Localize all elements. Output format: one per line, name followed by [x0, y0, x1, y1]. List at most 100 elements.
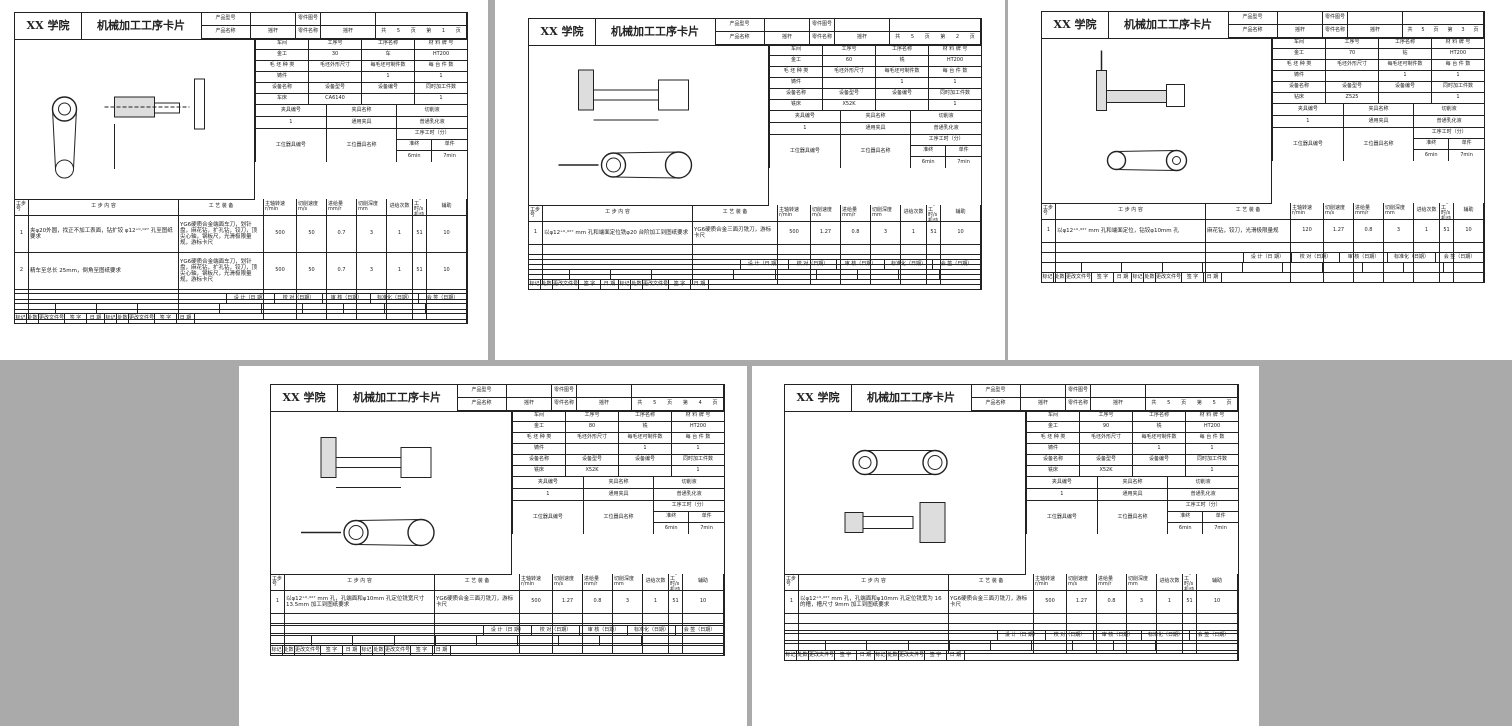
fixture-cell: 通用夹具	[1342, 116, 1414, 128]
blank-cell	[357, 300, 387, 309]
revision-label: 标记	[15, 314, 27, 323]
info-cell	[1378, 93, 1431, 104]
sheet-label: 第	[1447, 27, 1453, 34]
info-cell: HT200	[414, 50, 467, 61]
revision-label: 更改文件号	[39, 314, 65, 323]
product-name-label: 产品名称	[971, 398, 1021, 411]
info-cell: 设备型号	[308, 83, 361, 94]
revision-spacer	[1222, 273, 1484, 282]
process-header-cell: 工步工时/s 机动	[413, 199, 427, 215]
info-cell: 铸件	[512, 444, 565, 455]
sign-row: 设 计（日 期）校 对（日期）审 核（日期）标准化（日期）会 签（日期）	[1042, 252, 1484, 262]
step-no: 1	[1042, 220, 1056, 242]
process-header-cell: 工步号	[15, 199, 29, 215]
part-no-value	[577, 385, 632, 398]
blank-cell	[179, 300, 264, 309]
process-header-cell: 工步号	[271, 574, 285, 590]
blank-cell	[179, 290, 264, 299]
page-label-2: 页	[969, 34, 975, 41]
fixture-cell: 普通乳化液	[1167, 489, 1238, 501]
fixture-cell: 通用夹具	[325, 117, 397, 129]
step-t2: 10	[1454, 220, 1484, 242]
product-name-value: 摇杆	[507, 398, 552, 411]
blank-cell	[1034, 614, 1067, 623]
info-cell: 工序名称	[1378, 38, 1431, 49]
sheet-value: 1	[441, 28, 446, 35]
revision-label: 处数	[1054, 273, 1066, 282]
blank-cell	[799, 614, 949, 623]
info-cell: Z525	[1325, 93, 1378, 104]
revision-label: 处数	[797, 651, 809, 660]
part-name-label: 零件名称	[1066, 398, 1091, 411]
process-header-cell: 工步工时/s 机动	[1440, 203, 1454, 219]
info-cell: 同时加工件数	[414, 83, 467, 94]
info-cell: 设备编号	[875, 89, 928, 100]
info-cell: 设备型号	[1079, 455, 1132, 466]
part-name-value: 摇杆	[1091, 398, 1146, 411]
sign-label: 会 签（日期）	[676, 626, 724, 635]
sign-label: 审 核（日期）	[1094, 631, 1142, 640]
info-cell: 设备名称	[769, 89, 822, 100]
product-name-value: 摇杆	[1278, 25, 1323, 38]
total-value: 5	[653, 400, 657, 407]
rev-blank	[899, 270, 940, 279]
page-5	[752, 366, 1259, 726]
rev-blank	[395, 636, 436, 645]
revision-label: 更改文件号	[643, 280, 669, 289]
info-cell: HT200	[671, 422, 724, 433]
blank-cell	[297, 300, 327, 309]
part-name-label: 零件名称	[552, 398, 577, 411]
sign-blank-row	[1042, 262, 1484, 272]
info-cell: 车床	[255, 94, 308, 105]
step-tools: YG6硬质合金三面刃铣刀，游标卡尺	[435, 591, 520, 613]
rev-blank	[991, 641, 1033, 650]
sign-label: 会 签（日期）	[933, 260, 981, 269]
step-t2: 10	[427, 253, 467, 289]
fixture-cell: 普通乳化液	[396, 117, 467, 129]
blank-cell	[941, 245, 981, 254]
process-header-cell: 辅助	[1197, 574, 1238, 590]
step-speed: 500	[778, 222, 811, 244]
info-cell: 车间	[769, 45, 822, 56]
blank-cell	[1097, 614, 1127, 623]
part-no-label: 零件图号	[1323, 12, 1348, 25]
info-cell: 每毛坯可制件数	[618, 433, 671, 444]
info-cell: 金工	[769, 56, 822, 67]
blank-cell	[1056, 263, 1206, 272]
blank-cell	[15, 310, 29, 319]
step-passes: 1	[1157, 591, 1183, 613]
info-cell: 车间	[1026, 411, 1079, 422]
blank-cell	[15, 300, 29, 309]
process-blank-row	[785, 614, 1238, 624]
revision-spacer	[451, 646, 724, 655]
station-no-label: 工位器具编号	[255, 129, 326, 162]
blank-cell	[1157, 644, 1183, 653]
sheet-value: 3	[1461, 27, 1465, 34]
blank-cell	[327, 290, 357, 299]
part-name-value: 摇杆	[321, 26, 376, 39]
blank-cell	[543, 245, 693, 254]
info-cell: 铣床	[512, 466, 565, 477]
info-cell: 毛 坯 种 类	[1026, 433, 1079, 444]
total-label: 共	[1407, 27, 1413, 34]
rev-blank	[436, 636, 477, 645]
rev-blank	[611, 270, 653, 279]
process-header-cell: 辅助	[941, 205, 981, 221]
process-header-cell: 主轴转速 r/min	[1291, 203, 1324, 219]
blank-cell	[1291, 263, 1324, 272]
info-cell: 毛 坯 种 类	[255, 61, 308, 72]
fixture-cell: 夹具名称	[1096, 477, 1168, 489]
step-cut-speed: 1.27	[553, 591, 583, 613]
process-header-cell: 工 艺 装 备	[1206, 203, 1291, 219]
sign-block: 设 计（日 期）校 对（日期）审 核（日期）标准化（日期）会 签（日期）标记处数…	[529, 259, 981, 289]
revision-spacer	[195, 314, 467, 323]
